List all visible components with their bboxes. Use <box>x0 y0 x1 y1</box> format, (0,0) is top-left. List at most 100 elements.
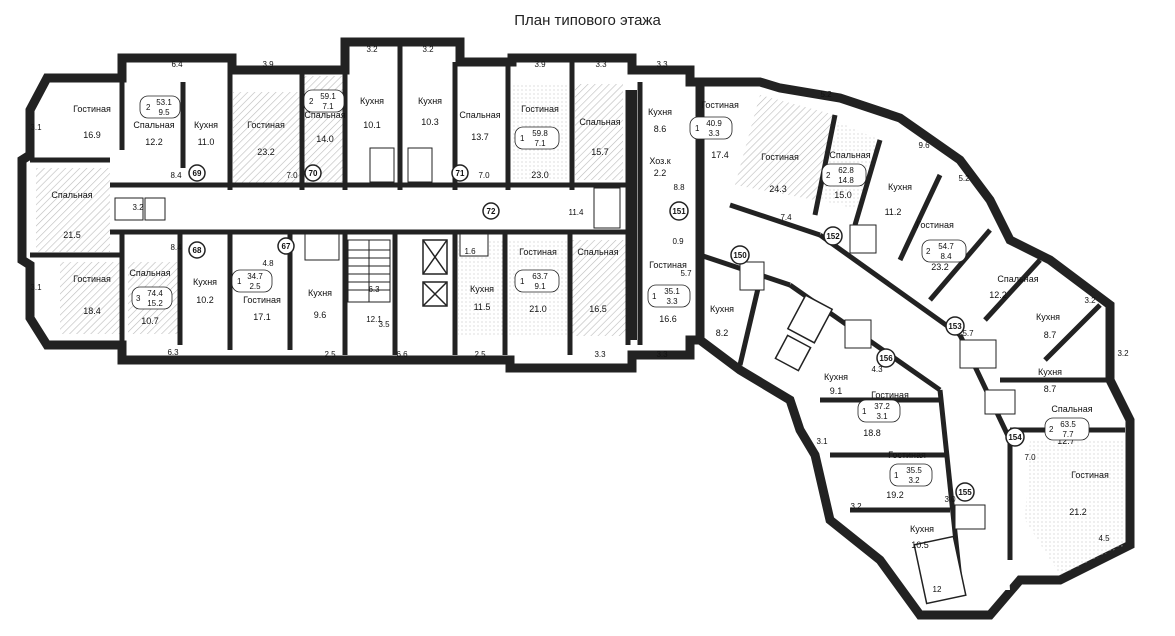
svg-text:11.0: 11.0 <box>198 137 215 147</box>
svg-text:Кухня: Кухня <box>710 304 734 314</box>
svg-text:2.5: 2.5 <box>249 282 261 291</box>
svg-text:35.1: 35.1 <box>664 287 680 296</box>
area-badge: 3 74.415.2 <box>131 286 173 310</box>
svg-text:1: 1 <box>695 124 700 133</box>
dimension-label: 4.5 <box>1098 534 1110 543</box>
svg-text:153: 153 <box>948 322 962 331</box>
dimension-label: 3.0 <box>944 495 956 504</box>
svg-text:150: 150 <box>733 251 747 260</box>
svg-text:3.3: 3.3 <box>666 297 678 306</box>
svg-text:18.8: 18.8 <box>863 428 881 438</box>
dimension-label: 7.4 <box>780 213 792 222</box>
area-badge: 259.17.1 <box>303 89 345 113</box>
area-badge: 140.93.3 <box>689 116 733 140</box>
svg-text:Гостиная: Гостиная <box>761 152 799 162</box>
svg-text:9.1: 9.1 <box>830 386 843 396</box>
apartment-numbers: 69 70 71 72 151 68 67 150 152 153 156 15… <box>188 164 1025 502</box>
svg-text:2: 2 <box>1049 425 1054 434</box>
svg-text:Спальная: Спальная <box>129 268 170 278</box>
apartment-area-badges: 253.19.5 259.17.1 159.87.1 140.93.3 374.… <box>131 89 1090 487</box>
apartment-number-badge: 72 <box>482 202 500 220</box>
dimension-label: 3.2 <box>422 45 434 54</box>
svg-text:Спальная: Спальная <box>51 190 92 200</box>
svg-text:23.2: 23.2 <box>257 147 275 157</box>
svg-text:Кухня: Кухня <box>824 372 848 382</box>
apartment-number-badge: 151 <box>669 201 689 221</box>
svg-text:Кухня: Кухня <box>888 182 912 192</box>
svg-text:Спальная: Спальная <box>304 110 345 120</box>
svg-text:Кухня: Кухня <box>418 96 442 106</box>
dimension-label: 9.6 <box>918 141 930 150</box>
svg-text:14.8: 14.8 <box>838 176 854 185</box>
dimension-label: 4.3 <box>871 365 883 374</box>
apartment-number-badge: 69 <box>188 164 206 182</box>
dimension-label: 8.8 <box>673 183 685 192</box>
svg-text:Кухня: Кухня <box>308 288 332 298</box>
dimension-label: 6.3 <box>368 285 380 294</box>
svg-text:70: 70 <box>309 169 318 178</box>
apartment-number-badge: 150 <box>730 245 750 265</box>
svg-text:15.0: 15.0 <box>834 190 852 200</box>
dimension-label: 7.0 <box>1024 453 1036 462</box>
plan-title: План типового этажа <box>514 12 661 29</box>
svg-text:3: 3 <box>136 294 141 303</box>
svg-text:152: 152 <box>826 232 840 241</box>
svg-text:Кухня: Кухня <box>1038 367 1062 377</box>
svg-text:40.9: 40.9 <box>706 119 722 128</box>
dimension-labels: 6.4 3.9 3.2 3.2 3.9 3.3 3.3 5.2 9.6 5.2 … <box>30 45 1129 594</box>
svg-text:24.3: 24.3 <box>769 184 787 194</box>
svg-text:74.4: 74.4 <box>147 289 163 298</box>
svg-text:Гостиная: Гостиная <box>871 390 909 400</box>
svg-text:1: 1 <box>520 277 525 286</box>
dimension-label: 3.3 <box>594 350 606 359</box>
svg-text:15.7: 15.7 <box>591 147 609 157</box>
svg-text:35.5: 35.5 <box>906 466 922 475</box>
dimension-label: 3.2 <box>366 45 378 54</box>
dimension-label: 3.2 <box>132 203 144 212</box>
svg-text:Кухня: Кухня <box>1036 312 1060 322</box>
svg-text:12.2: 12.2 <box>989 290 1007 300</box>
svg-text:Спальная: Спальная <box>829 150 870 160</box>
svg-text:16.6: 16.6 <box>659 314 677 324</box>
svg-text:9.1: 9.1 <box>534 282 546 291</box>
svg-text:71: 71 <box>456 169 465 178</box>
svg-text:34.7: 34.7 <box>247 272 263 281</box>
svg-text:Гостиная: Гостиная <box>701 100 739 110</box>
dimension-label: 7.0 <box>286 171 298 180</box>
svg-text:68: 68 <box>193 246 202 255</box>
dimension-label: 12.1 <box>366 315 382 324</box>
apartment-number-badge: 152 <box>823 226 843 246</box>
svg-text:1: 1 <box>862 407 867 416</box>
dimension-label: 3.1 <box>30 123 42 132</box>
area-badge: 135.53.2 <box>889 463 933 487</box>
dimension-label: 5.7 <box>962 329 974 338</box>
svg-text:15.2: 15.2 <box>147 299 163 308</box>
svg-text:Гостиная: Гостиная <box>521 104 559 114</box>
svg-text:10.1: 10.1 <box>363 120 381 130</box>
svg-text:154: 154 <box>1008 433 1022 442</box>
svg-text:1: 1 <box>894 471 899 480</box>
svg-text:59.8: 59.8 <box>532 129 548 138</box>
svg-text:19.2: 19.2 <box>886 490 904 500</box>
svg-text:Спальная: Спальная <box>577 247 618 257</box>
area-badge: 137.23.1 <box>857 399 901 423</box>
svg-text:Спальная: Спальная <box>459 110 500 120</box>
dimension-label: 6.6 <box>396 350 408 359</box>
svg-text:7.1: 7.1 <box>534 139 546 148</box>
svg-text:10.7: 10.7 <box>141 316 159 326</box>
room-label: Кухня 9.1 <box>824 372 848 396</box>
